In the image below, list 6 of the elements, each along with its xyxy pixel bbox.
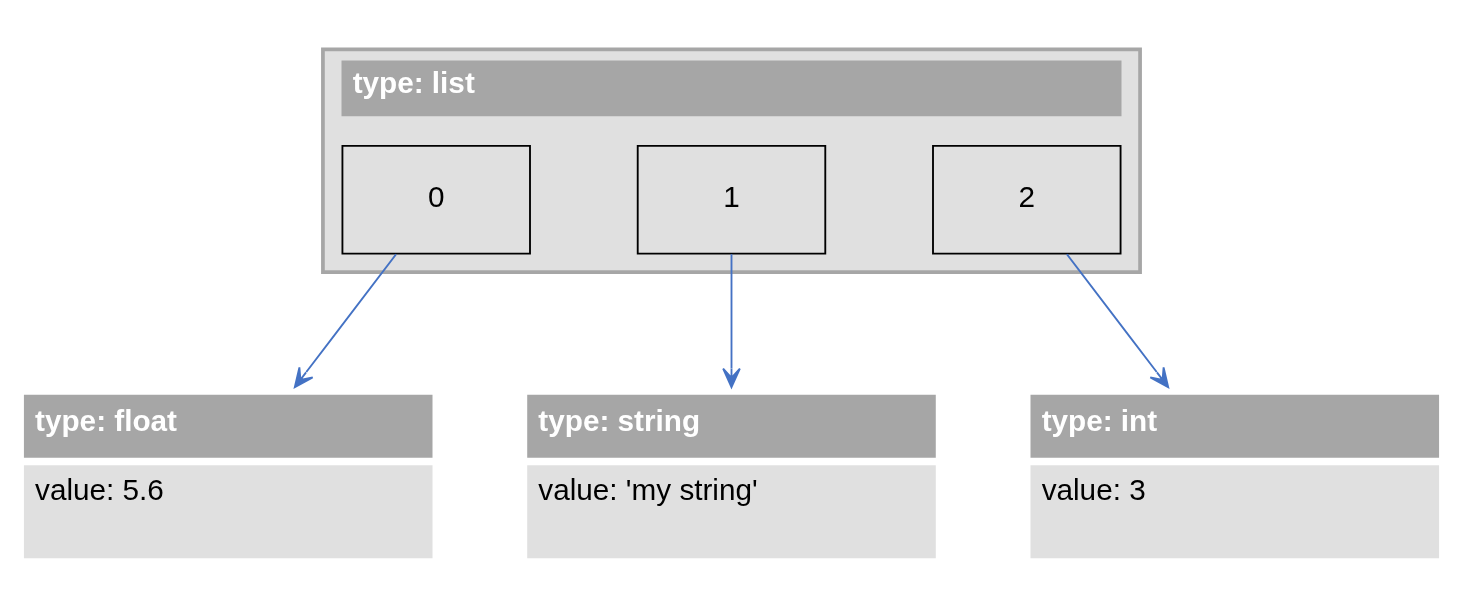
node-box: 1 [636,144,827,254]
arrow [722,252,741,388]
node-box: 2 [932,144,1122,254]
arrow [1065,252,1170,388]
node-box: 0 [341,144,531,254]
arrow [293,252,398,388]
